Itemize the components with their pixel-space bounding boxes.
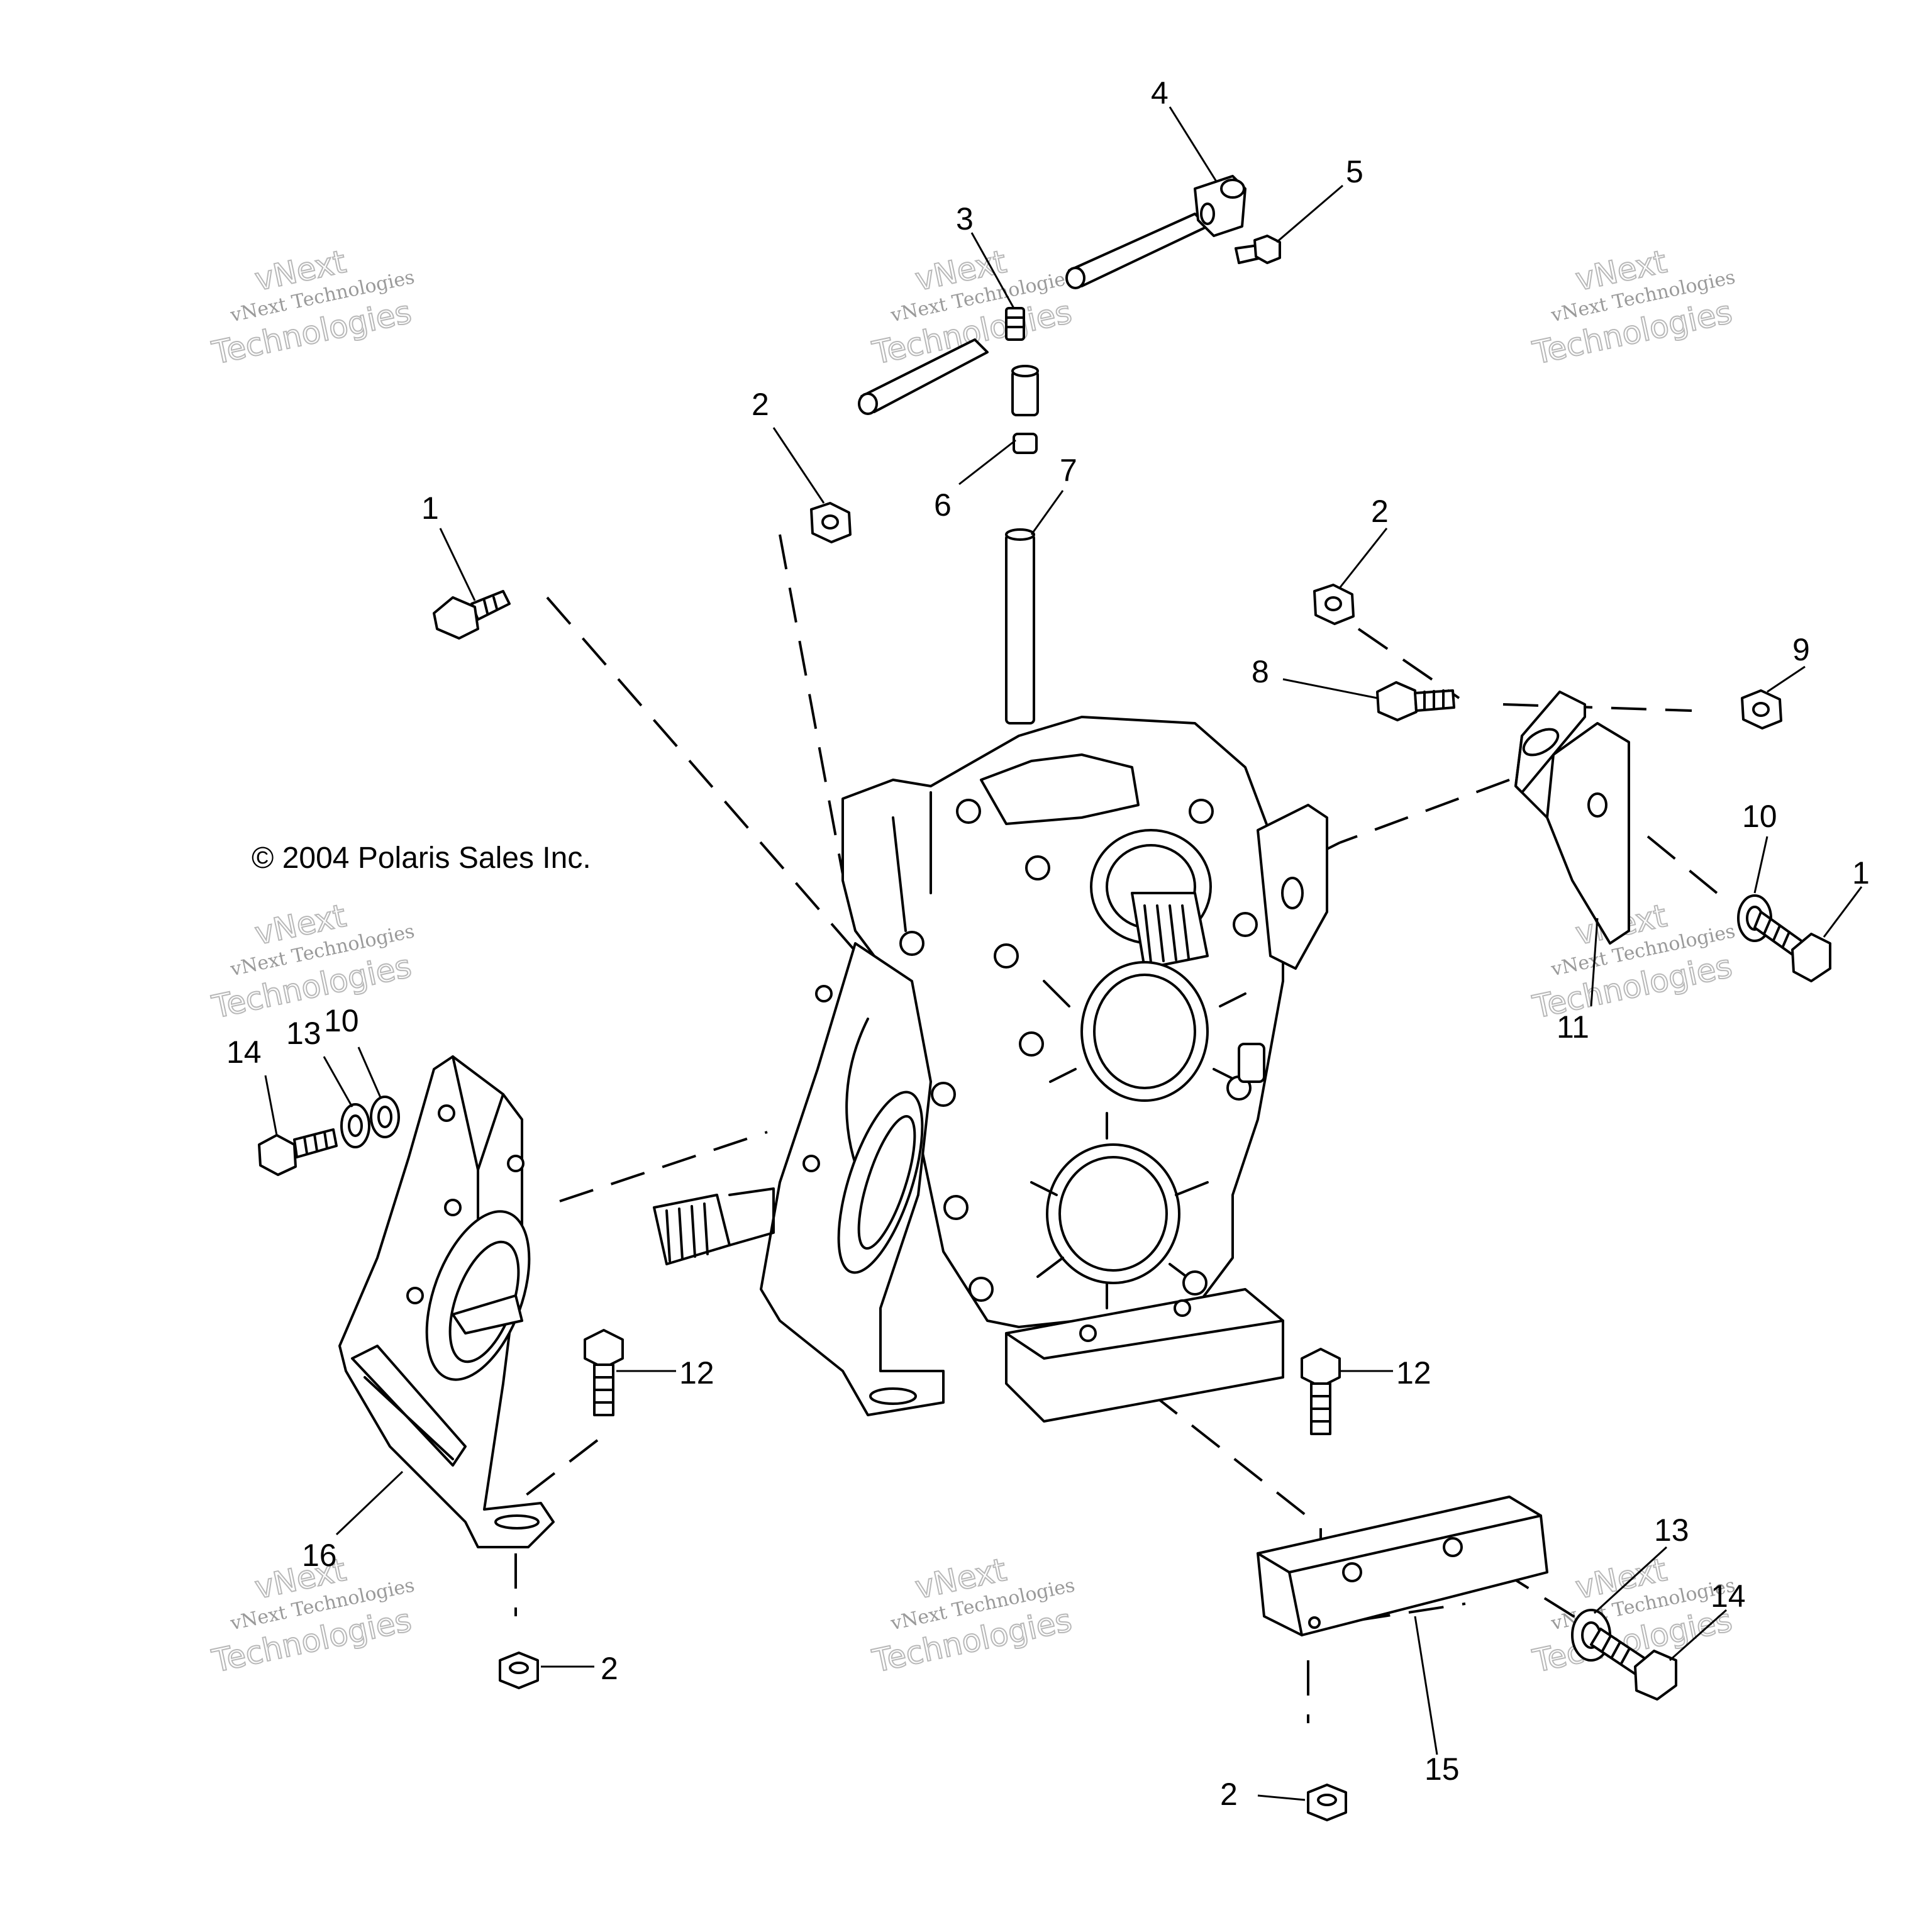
nut-2-bottom-left — [499, 1652, 539, 1689]
callout-12-left: 12 — [679, 1355, 714, 1391]
callout-13-right: 13 — [1654, 1513, 1689, 1548]
callout-5: 5 — [1346, 154, 1363, 189]
callout-1-right: 1 — [1852, 855, 1870, 891]
watermark-top-right: vNext vNext Technologies Technologies — [1529, 243, 1737, 372]
watermark-bottom-center: vNext vNext Technologies Technologies — [869, 1551, 1077, 1680]
copyright-notice: © 2004 Polaris Sales Inc. — [252, 841, 591, 875]
bracket-11 — [1514, 691, 1630, 945]
callout-13-left: 13 — [286, 1016, 321, 1051]
bolt-8 — [1376, 681, 1455, 721]
bushing-6 — [1013, 433, 1038, 454]
callout-8: 8 — [1252, 654, 1269, 689]
bracket-15 — [1257, 1496, 1548, 1636]
bolt-1-right — [1753, 911, 1831, 982]
bracket-16 — [338, 1055, 555, 1548]
rod-upper-right — [1065, 213, 1209, 289]
rod-upper-left — [858, 338, 989, 415]
shaft-7 — [1005, 528, 1035, 724]
callout-2-top: 2 — [752, 387, 769, 422]
callout-9: 9 — [1792, 632, 1810, 667]
callout-7: 7 — [1060, 453, 1077, 488]
nut-9 — [1741, 689, 1782, 730]
bolt-1-top-left — [433, 590, 511, 640]
bolt-12-left — [584, 1329, 624, 1416]
bolt-12-right — [1301, 1348, 1341, 1435]
bolt-14-right — [1590, 1628, 1677, 1701]
nut-2-top — [810, 502, 852, 543]
bolt-14-left — [258, 1128, 338, 1176]
screw-5 — [1235, 235, 1281, 264]
callout-2-bottom-right: 2 — [1220, 1777, 1238, 1812]
callout-12-right: 12 — [1396, 1355, 1431, 1391]
watermark-top-left: vNext vNext Technologies Technologies — [208, 243, 416, 372]
callout-15: 15 — [1424, 1752, 1460, 1787]
callout-10-right: 10 — [1742, 799, 1777, 834]
callout-labels: 1 2 3 4 5 2 6 7 1 2 8 9 10 1 11 14 13 10… — [226, 75, 1870, 1812]
spacer-tube — [1011, 365, 1039, 416]
callout-6: 6 — [934, 487, 952, 523]
callout-leaders — [264, 106, 1863, 1801]
watermark-top-center: vNext vNext Technologies Technologies — [869, 243, 1077, 372]
callout-4: 4 — [1151, 75, 1169, 111]
callout-14-right: 14 — [1711, 1579, 1746, 1614]
callout-16: 16 — [302, 1538, 337, 1573]
callout-11: 11 — [1557, 1009, 1589, 1045]
watermark-middle-right: vNext vNext Technologies Technologies — [1529, 897, 1737, 1026]
callout-3: 3 — [956, 201, 974, 236]
pivot-3 — [1005, 307, 1025, 341]
gearcase-housing — [653, 716, 1328, 1423]
washer-13-left — [340, 1103, 370, 1148]
callout-10-left: 10 — [324, 1003, 359, 1038]
nut-2-bottom-right — [1307, 1784, 1347, 1821]
callout-1-top-left: 1 — [421, 491, 439, 526]
clip-4 — [1194, 175, 1246, 237]
nut-2-right — [1313, 584, 1355, 625]
callout-2-right: 2 — [1371, 494, 1389, 529]
washer-10-left — [370, 1096, 400, 1138]
callout-2-bottom-left: 2 — [601, 1651, 618, 1686]
callout-14-left: 14 — [226, 1035, 262, 1070]
watermark-middle-left: vNext vNext Technologies Technologies — [208, 897, 416, 1026]
